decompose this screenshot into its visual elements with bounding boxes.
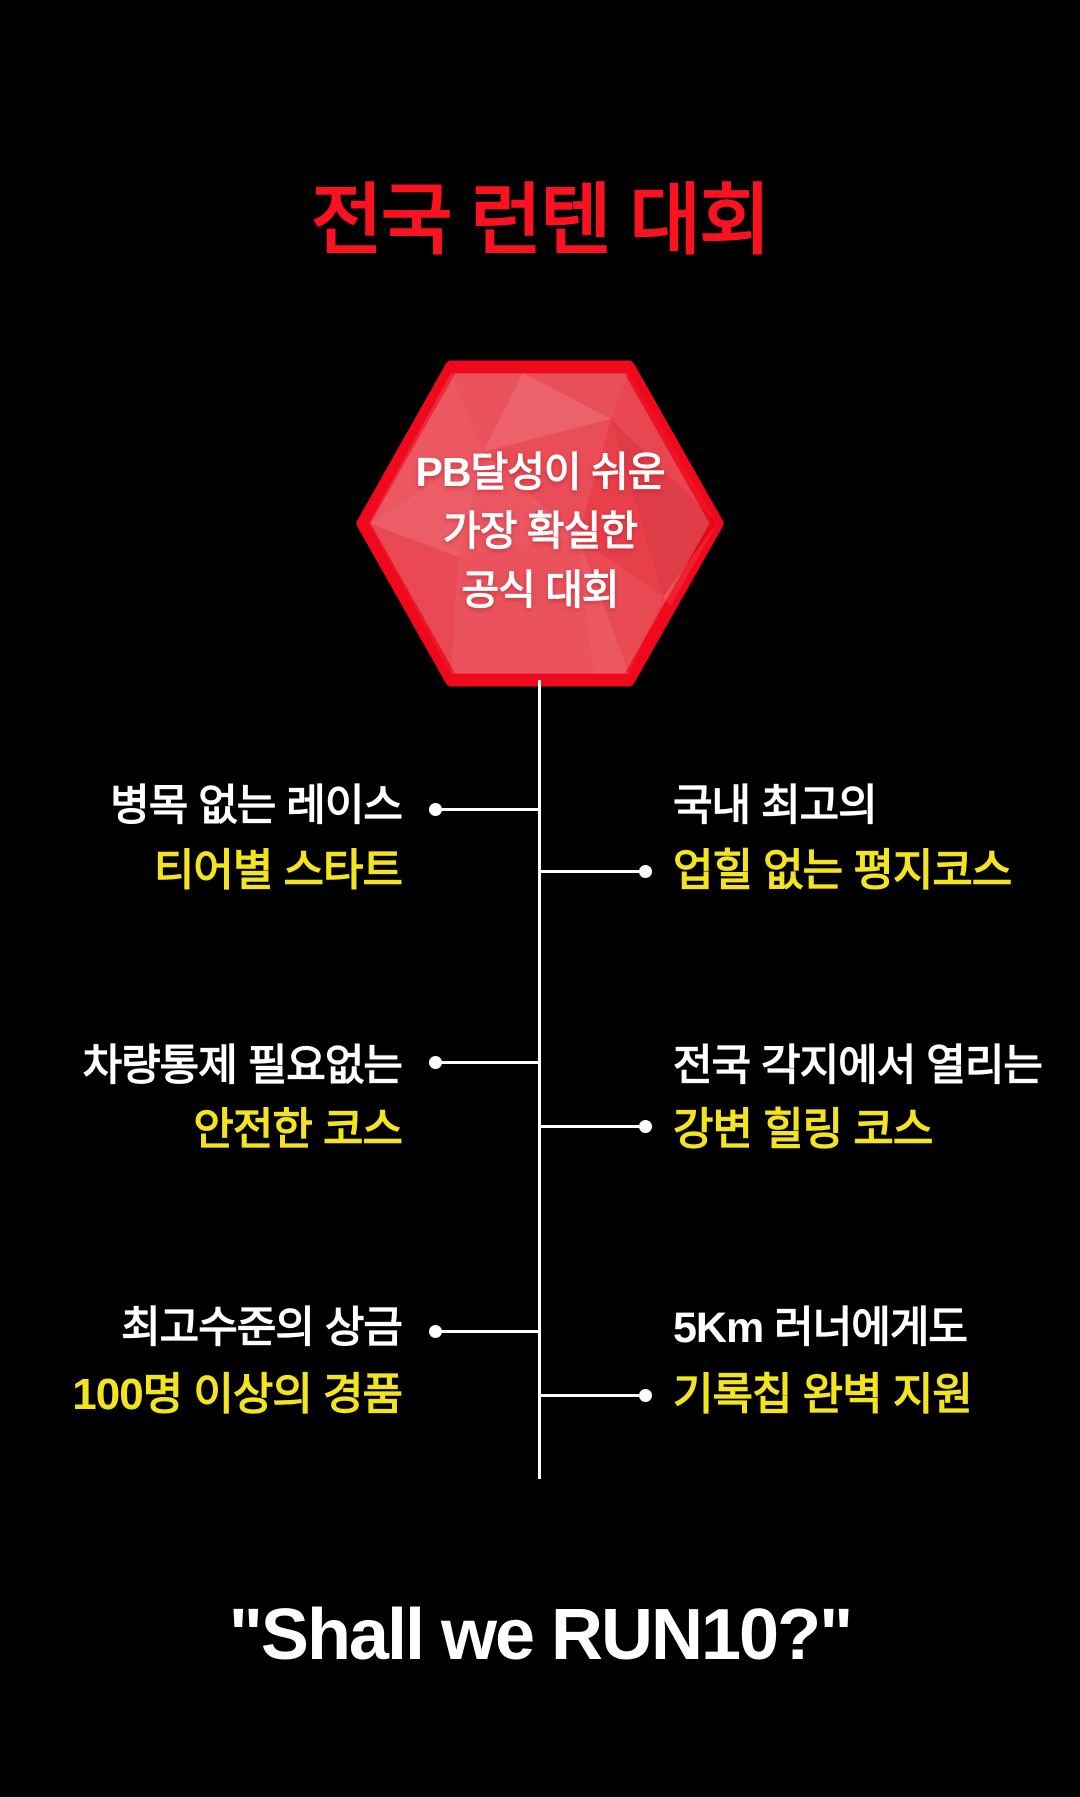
feature-3-right-yellow: 기록칩 완벽 지원 <box>673 1370 973 1419</box>
page-title: 전국 런텐 대회 <box>311 176 771 264</box>
feature-1-right-white: 국내 최고의 <box>673 782 878 830</box>
feature-1-left-white: 병목 없는 레이스 <box>110 782 403 830</box>
hexagon-line-3: 공식 대회 <box>461 567 619 613</box>
hexagon-line-2: 가장 확실한 <box>443 508 638 554</box>
connector-line-right-1 <box>540 870 645 873</box>
hexagon-text: PB달성이 쉬운 가장 확실한 공식 대회 <box>363 443 717 620</box>
connector-dot-left-2 <box>429 1056 442 1069</box>
slogan-text: "Shall we RUN10?" <box>228 1595 853 1675</box>
connector-dot-right-1 <box>639 865 652 878</box>
feature-2-left-white: 차량통제 필요없는 <box>82 1042 403 1090</box>
connector-line-left-3 <box>435 1330 540 1333</box>
feature-3-left-yellow: 100명 이상의 경품 <box>72 1370 403 1419</box>
feature-3-right-white: 5Km 러너에게도 <box>673 1304 968 1352</box>
connector-dot-right-3 <box>639 1389 652 1402</box>
connector-dot-left-3 <box>429 1325 442 1338</box>
hexagon-badge: PB달성이 쉬운 가장 확실한 공식 대회 <box>356 360 724 687</box>
connector-dot-right-2 <box>639 1120 652 1133</box>
connector-dot-left-1 <box>429 803 442 816</box>
feature-2-right-white: 전국 각지에서 열리는 <box>673 1042 1043 1090</box>
connector-line-left-1 <box>435 808 540 811</box>
feature-2-left-yellow: 안전한 코스 <box>193 1105 403 1154</box>
timeline-line <box>538 680 541 1479</box>
connector-line-right-3 <box>540 1394 645 1397</box>
connector-line-right-2 <box>540 1125 645 1128</box>
connector-line-left-2 <box>435 1061 540 1064</box>
feature-1-right-yellow: 업힐 없는 평지코스 <box>673 846 1012 895</box>
hexagon-icon <box>356 360 724 687</box>
feature-1-left-yellow: 티어별 스타트 <box>153 846 403 895</box>
hexagon-line-1: PB달성이 쉬운 <box>415 449 666 495</box>
feature-2-right-yellow: 강변 힐링 코스 <box>673 1105 933 1154</box>
feature-3-left-white: 최고수준의 상금 <box>121 1304 403 1352</box>
